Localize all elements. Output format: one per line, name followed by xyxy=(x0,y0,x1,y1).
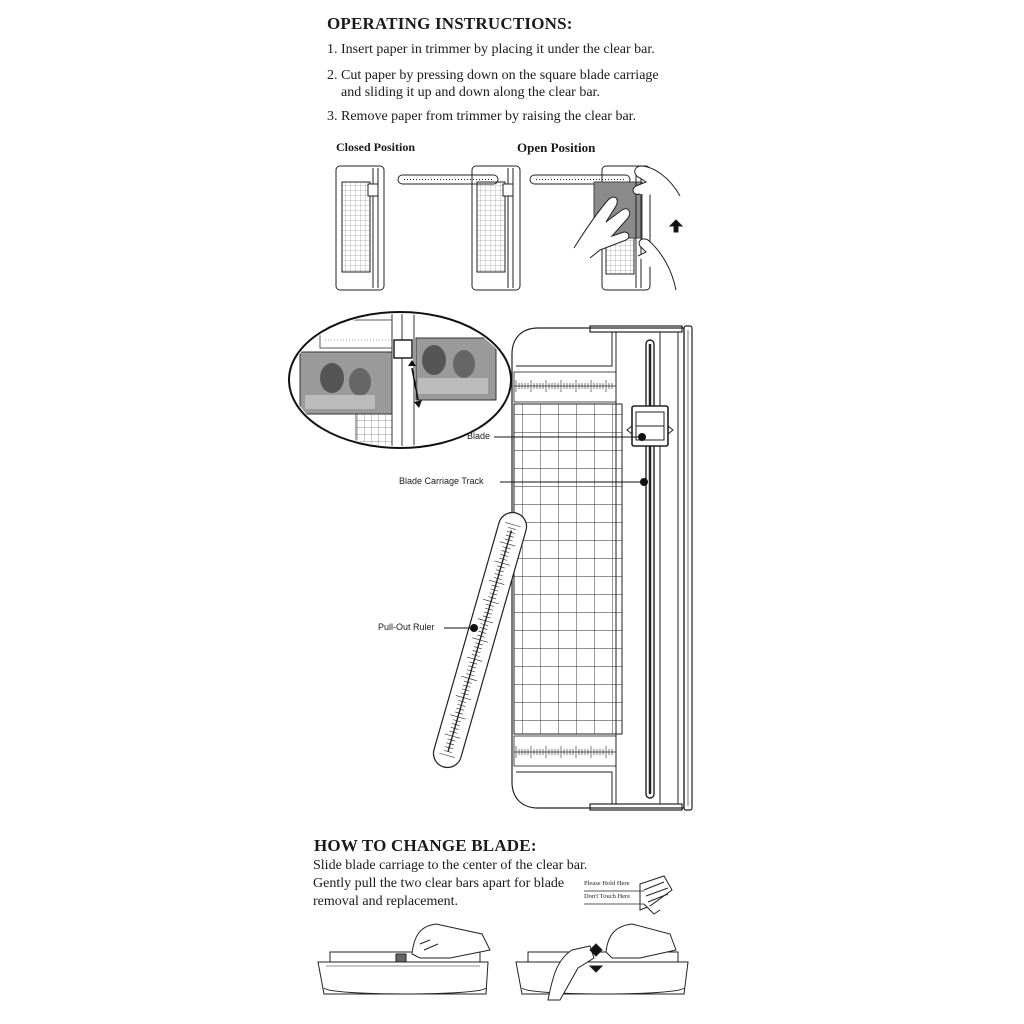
callout-lines xyxy=(444,433,648,632)
blade-cartridge-icon xyxy=(584,875,673,915)
hold-here-label: Please Hold Here xyxy=(584,880,630,887)
pull-apart-arrow-down-icon xyxy=(588,965,604,973)
trimmer-bottom-right xyxy=(515,923,689,1001)
instruction-step-2: 2. Cut paper by pressing down on the squ… xyxy=(327,68,659,83)
raise-arrow-icon xyxy=(668,219,684,233)
blade-label: Blade xyxy=(467,431,491,441)
trimmer-closed-small xyxy=(335,165,385,291)
blade-detail-oval xyxy=(288,311,512,449)
dont-touch-label: Don't Touch Here xyxy=(584,893,631,900)
closed-position-caption: Closed Position xyxy=(336,140,416,154)
pull-out-ruler xyxy=(432,511,528,769)
instruction-step-3: 3. Remove paper from trimmer by raising … xyxy=(327,109,637,124)
pull-apart-arrow-up-icon xyxy=(589,943,603,957)
instruction-step-2-cont: and sliding it up and down along the cle… xyxy=(341,85,600,100)
trimmer-large xyxy=(511,325,693,811)
pull-out-ruler-label: Pull-Out Ruler xyxy=(378,622,435,632)
instructions-title: OPERATING INSTRUCTIONS: xyxy=(327,14,573,33)
change-blade-line-3: removal and replacement. xyxy=(313,894,458,909)
change-blade-title: HOW TO CHANGE BLADE: xyxy=(314,836,537,855)
trimmer-ruler-extended-small xyxy=(397,165,521,291)
trimmer-bottom-left xyxy=(317,923,491,995)
trimmer-open-with-hands xyxy=(529,165,684,291)
change-blade-line-2: Gently pull the two clear bars apart for… xyxy=(313,876,565,891)
ruler-ticks xyxy=(515,380,613,758)
instruction-step-1: 1. Insert paper in trimmer by placing it… xyxy=(327,42,655,57)
open-position-caption: Open Position xyxy=(517,140,596,155)
blade-carriage-track-label: Blade Carriage Track xyxy=(399,476,484,486)
change-blade-line-1: Slide blade carriage to the center of th… xyxy=(313,858,588,873)
